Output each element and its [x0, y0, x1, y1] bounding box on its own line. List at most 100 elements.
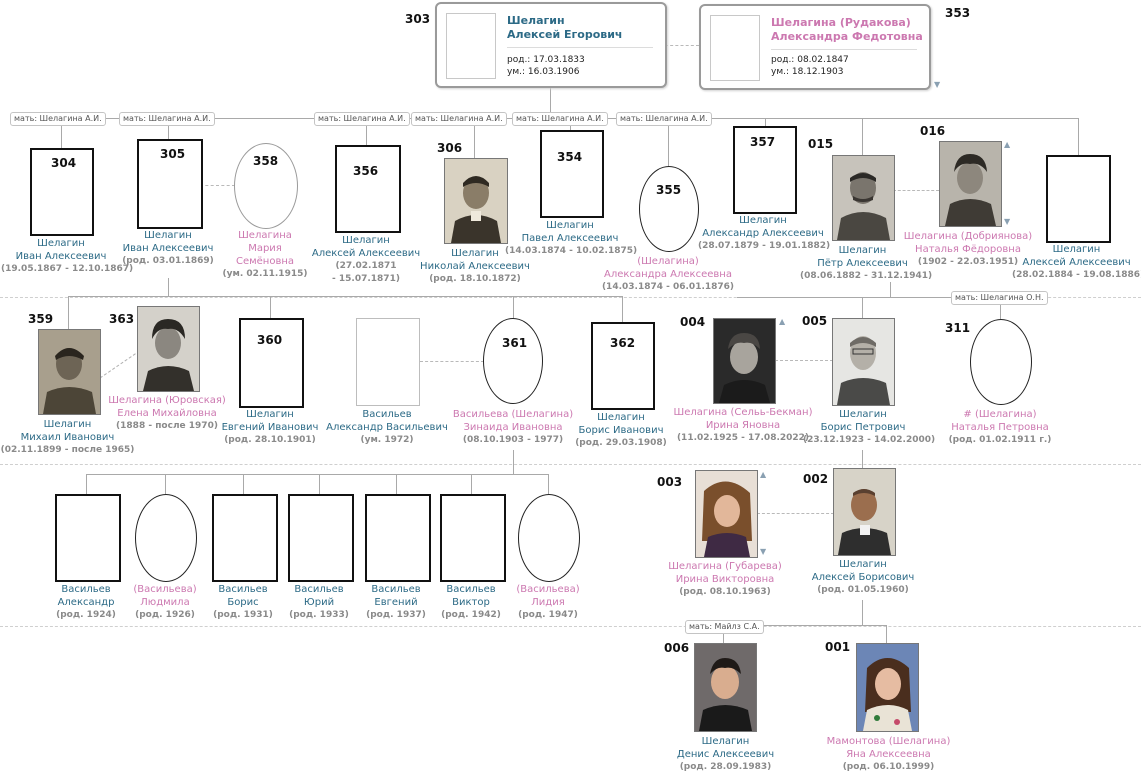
- person-box-357[interactable]: [733, 126, 797, 214]
- portrait-photo: [857, 644, 918, 731]
- person-photo-016[interactable]: [939, 141, 1002, 227]
- mother-label[interactable]: мать: Шелагина А.И.: [10, 112, 106, 126]
- person-number: 311: [945, 321, 971, 335]
- connector-line: [474, 118, 475, 158]
- spouse-connector: [665, 45, 699, 46]
- expand-up-icon[interactable]: ▲: [760, 470, 767, 479]
- connector-line: [737, 297, 1001, 298]
- mother-label[interactable]: мать: Шелагина А.И.: [314, 112, 410, 126]
- spouse-connector: [100, 351, 139, 379]
- person-photo-006[interactable]: [694, 643, 757, 732]
- connector-line: [723, 625, 887, 626]
- person-photo-015[interactable]: [832, 155, 895, 241]
- person-box-child[interactable]: [365, 494, 431, 582]
- mother-label[interactable]: мать: Шелагина А.И.: [616, 112, 712, 126]
- expand-up-icon[interactable]: ▲: [779, 317, 786, 326]
- portrait-photo: [833, 156, 894, 240]
- mother-label[interactable]: мать: Шелагина А.И.: [411, 112, 507, 126]
- connector-line: [319, 474, 320, 494]
- person-oval-child[interactable]: [135, 494, 197, 582]
- person-oval-361[interactable]: [483, 318, 543, 404]
- person-box-vasiliev[interactable]: [356, 318, 420, 406]
- person-label: Шелагина (Юровская)Елена Михайловна(1888…: [108, 395, 226, 431]
- connector-line: [68, 296, 69, 329]
- person-box-child[interactable]: [212, 494, 278, 582]
- person-photo-363[interactable]: [137, 306, 200, 392]
- person-number: 001: [825, 640, 851, 654]
- connector-line: [723, 625, 724, 643]
- person-number: 353: [945, 6, 971, 20]
- person-oval-311[interactable]: [970, 319, 1032, 405]
- connector-line: [668, 118, 669, 166]
- connector-line: [890, 282, 891, 297]
- person-photo-005[interactable]: [832, 318, 895, 406]
- person-card-353[interactable]: Шелагина (Рудакова) Александра Федотовна…: [699, 4, 931, 90]
- connector-line: [548, 474, 549, 494]
- connector-line: [765, 118, 766, 126]
- death-date: ум.: 18.12.1903: [771, 67, 844, 77]
- mother-label[interactable]: мать: Шелагина О.Н.: [951, 291, 1048, 305]
- portrait-photo: [714, 319, 775, 403]
- person-box-305[interactable]: [137, 139, 203, 229]
- person-box-360[interactable]: [239, 318, 304, 408]
- birth-date: род.: 17.03.1833: [507, 55, 585, 65]
- person-oval-child[interactable]: [518, 494, 580, 582]
- connector-line: [862, 450, 863, 468]
- spouse-connector: [200, 185, 235, 186]
- mother-label[interactable]: мать: Шелагина А.И.: [119, 112, 215, 126]
- expand-down-icon[interactable]: ▼: [760, 547, 767, 556]
- spouse-connector: [757, 513, 834, 514]
- connector-line: [471, 474, 472, 494]
- connector-line: [68, 296, 623, 297]
- mother-label[interactable]: мать: Майлз С.А.: [685, 620, 764, 634]
- person-box-362[interactable]: [591, 322, 655, 410]
- connector-line: [366, 118, 367, 145]
- divider: [771, 49, 917, 50]
- person-card-303[interactable]: Шелагин Алексей Егорович род.: 17.03.183…: [435, 2, 667, 88]
- person-number: 363: [109, 312, 135, 326]
- person-number: 355: [656, 183, 682, 197]
- mother-label[interactable]: мать: Шелагина А.И.: [512, 112, 608, 126]
- person-box-alexey[interactable]: [1046, 155, 1111, 243]
- person-number: 304: [51, 156, 77, 170]
- person-label: Шелагина (Сельь-Бекман)Ирина Яновна(11.0…: [673, 407, 813, 443]
- portrait-photo: [695, 644, 756, 731]
- person-photo-001[interactable]: [856, 643, 919, 732]
- spouse-connector: [420, 361, 484, 362]
- person-label: Шелагина (Добриянова)Наталья Фёдоровна(1…: [903, 231, 1033, 267]
- person-box-304[interactable]: [30, 148, 94, 236]
- photo-placeholder: [446, 13, 496, 79]
- expand-down-icon[interactable]: ▼: [1004, 217, 1011, 226]
- person-number: 004: [680, 315, 706, 329]
- person-oval-355[interactable]: [639, 166, 699, 252]
- person-photo-002[interactable]: [833, 468, 896, 556]
- person-number: 006: [664, 641, 690, 655]
- person-box-child[interactable]: [440, 494, 506, 582]
- person-photo-003[interactable]: [695, 470, 758, 558]
- person-box-child[interactable]: [288, 494, 354, 582]
- divider: [507, 47, 653, 48]
- person-photo-004[interactable]: [713, 318, 776, 404]
- person-oval-358[interactable]: [234, 143, 298, 229]
- connector-line: [886, 625, 887, 643]
- person-number: 362: [610, 336, 636, 350]
- person-number: 003: [657, 475, 683, 489]
- person-box-356[interactable]: [335, 145, 401, 233]
- person-box-354[interactable]: [540, 130, 604, 218]
- expand-down-icon[interactable]: ▼: [934, 80, 941, 89]
- expand-up-icon[interactable]: ▲: [1004, 140, 1011, 149]
- person-box-child[interactable]: [55, 494, 121, 582]
- person-photo-359[interactable]: [38, 329, 101, 415]
- person-number: 016: [920, 124, 946, 138]
- connector-line: [168, 118, 169, 139]
- person-photo-306[interactable]: [444, 158, 508, 244]
